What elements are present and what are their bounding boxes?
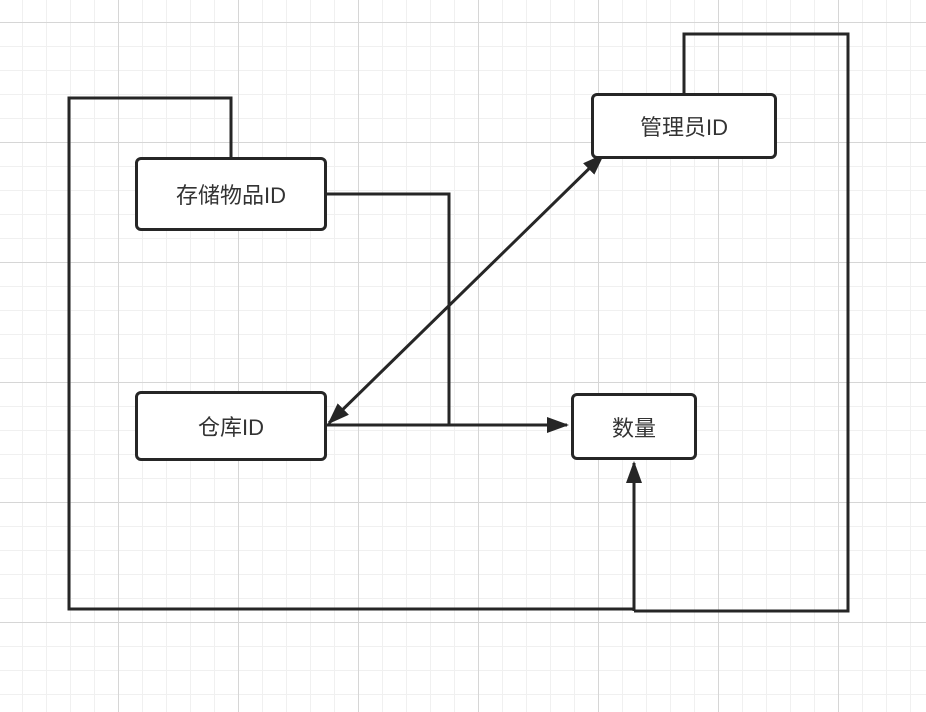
node-manager-id[interactable]: 管理员ID xyxy=(591,93,777,159)
edge-manager-self-loop xyxy=(634,32,850,613)
node-item-id[interactable]: 存储物品ID xyxy=(135,157,327,231)
node-warehouse-id[interactable]: 仓库ID xyxy=(135,391,327,461)
node-quantity-label: 数量 xyxy=(611,415,656,441)
edge-warehouse-manager xyxy=(327,153,605,425)
node-quantity[interactable]: 数量 xyxy=(571,393,697,460)
edge-item-self-loop xyxy=(67,96,634,611)
edge-item-to-quantity xyxy=(327,192,451,425)
node-manager-id-label: 管理员ID xyxy=(639,115,728,140)
node-item-id-label: 存储物品ID xyxy=(175,183,286,208)
node-warehouse-id-label: 仓库ID xyxy=(197,415,264,440)
